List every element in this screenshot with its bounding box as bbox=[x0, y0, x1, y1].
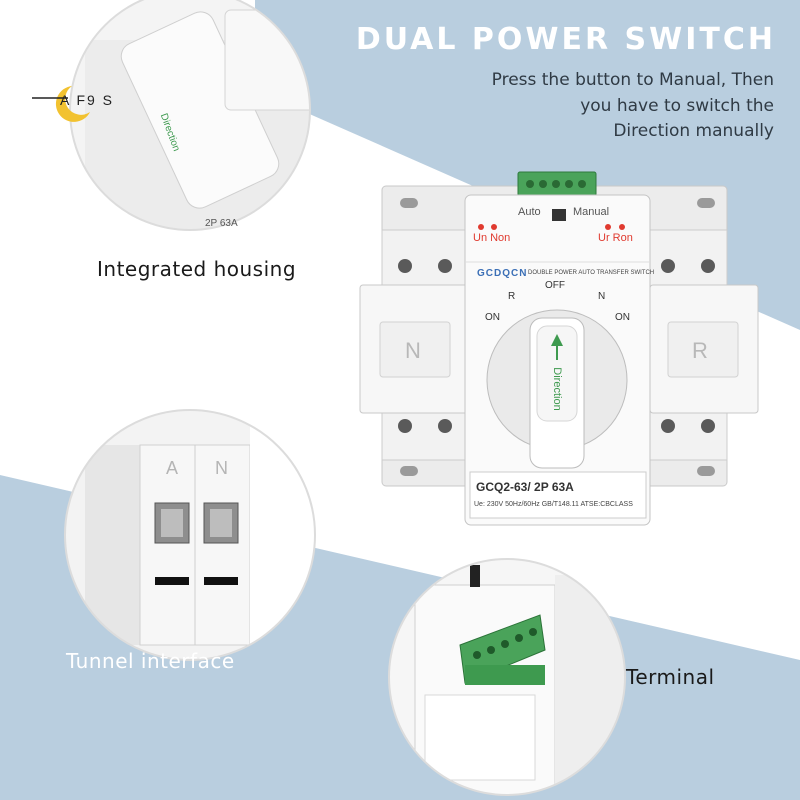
brand-logo bbox=[32, 86, 90, 122]
dial-off-label: OFF bbox=[545, 280, 565, 291]
headline: DUAL POWER SWITCH bbox=[355, 22, 776, 57]
indicator-left-label: Un Non bbox=[473, 232, 511, 244]
detail-circle-tunnel bbox=[64, 409, 316, 661]
brand-label: GCDQCN bbox=[477, 268, 528, 279]
spec-label: Ue: 230V 50Hz/60Hz GB/T148.11 ATSE:CBCLA… bbox=[474, 501, 633, 508]
type-label: DOUBLE POWER AUTO TRANSFER SWITCH bbox=[528, 270, 655, 276]
description-line-1: Press the button to Manual, Then bbox=[491, 70, 774, 90]
dial-n-label: N bbox=[598, 291, 606, 302]
detail-circle-housing bbox=[69, 0, 311, 231]
caption-terminal: Terminal bbox=[626, 665, 715, 689]
description-line-3: Direction manually bbox=[613, 121, 774, 141]
detail-circle-terminal bbox=[388, 558, 626, 796]
mode-auto-label: Auto bbox=[518, 206, 541, 218]
dial-on-left-label: ON bbox=[485, 312, 500, 323]
housing-rating-label: 2P 63A bbox=[205, 218, 238, 229]
model-label: GCQ2-63/ 2P 63A bbox=[476, 480, 574, 494]
dial-on-right-label: ON bbox=[615, 312, 630, 323]
side-left-letter: N bbox=[405, 338, 421, 363]
indicator-right-label: Ur Ron bbox=[598, 232, 633, 244]
logo-text: A F9 S bbox=[60, 92, 115, 108]
green-terminal-block bbox=[459, 614, 546, 685]
description-line-2: you have to switch the bbox=[580, 96, 774, 116]
dial-r-label: R bbox=[508, 291, 516, 302]
tunnel-right-letter: N bbox=[215, 458, 228, 478]
knob-direction-label: Direction bbox=[551, 367, 563, 411]
caption-housing: Integrated housing bbox=[97, 257, 297, 281]
caption-tunnel: Tunnel interface bbox=[66, 649, 235, 673]
mode-slider bbox=[552, 209, 566, 221]
mode-manual-label: Manual bbox=[573, 206, 610, 218]
tunnel-left-letter: A bbox=[166, 458, 179, 478]
side-right-letter: R bbox=[692, 338, 708, 363]
